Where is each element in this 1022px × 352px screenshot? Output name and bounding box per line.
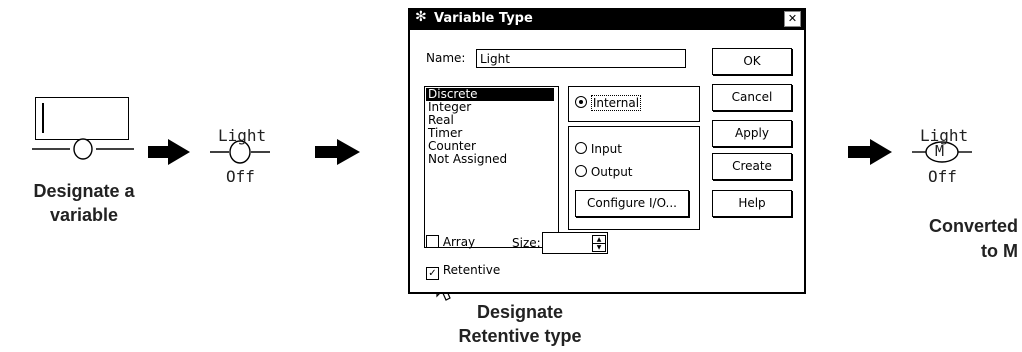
name-input-value: Light	[480, 52, 510, 66]
dialog-title: Variable Type	[434, 11, 533, 26]
array-checkbox[interactable]: Array	[426, 235, 475, 249]
size-spinbox[interactable]: ▲ ▼	[542, 232, 608, 254]
left-contact-symbol	[73, 138, 93, 160]
size-label: Size:	[512, 236, 541, 250]
type-item-real[interactable]: Real	[428, 113, 454, 127]
cancel-button[interactable]: Cancel	[712, 84, 792, 111]
checkbox-checked-icon: ✓	[426, 267, 439, 280]
right-label-bottom: Off	[928, 167, 957, 186]
radio-empty-icon	[575, 142, 587, 154]
mid-contact-symbol	[229, 140, 251, 164]
left-caption-line2: variable	[49, 205, 119, 225]
output-radio-label: Output	[590, 165, 633, 179]
output-radio[interactable]: Output	[575, 165, 633, 179]
internal-radio-label: Internal	[590, 95, 642, 111]
arrow-2	[315, 139, 360, 165]
radio-selected-icon	[575, 96, 587, 108]
middle-label-bottom: Off	[226, 167, 255, 186]
configure-io-button[interactable]: Configure I/O...	[575, 190, 689, 217]
array-label: Array	[442, 235, 476, 249]
internal-group: Internal	[568, 86, 700, 122]
right-coil-symbol	[925, 141, 959, 163]
name-input[interactable]: Light	[476, 49, 686, 68]
close-icon: ✕	[787, 12, 798, 25]
type-item-discrete[interactable]: Discrete	[426, 88, 554, 101]
input-radio[interactable]: Input	[575, 142, 622, 156]
middle-label-top: Light	[218, 126, 267, 145]
retentive-checkbox[interactable]: ✓ Retentive	[426, 263, 500, 280]
right-caption-line2: to M	[981, 241, 1018, 261]
close-button[interactable]: ✕	[784, 11, 801, 27]
arrow-3	[848, 139, 892, 165]
type-item-counter[interactable]: Counter	[428, 139, 476, 153]
apply-button[interactable]: Apply	[712, 120, 792, 147]
checkbox-empty-icon	[426, 235, 439, 248]
type-list[interactable]: Discrete Integer Real Timer Counter Not …	[424, 86, 559, 248]
ok-button[interactable]: OK	[712, 48, 792, 75]
retentive-label: Retentive	[442, 263, 501, 277]
type-item-timer[interactable]: Timer	[428, 126, 463, 140]
variable-type-dialog: ✻ Variable Type ✕ Name: Light Discrete I…	[408, 8, 806, 294]
text-cursor	[42, 103, 44, 133]
app-icon: ✻	[415, 9, 427, 25]
io-group: Input Output Configure I/O...	[568, 126, 700, 230]
dialog-titlebar: ✻ Variable Type ✕	[410, 8, 804, 30]
arrow-1	[148, 139, 190, 165]
name-label: Name:	[426, 51, 466, 65]
dialog-caption-line2: Retentive type	[458, 326, 582, 346]
internal-radio[interactable]: Internal	[575, 95, 642, 111]
dialog-caption-line1: Designate	[476, 302, 564, 322]
radio-empty-icon	[575, 165, 587, 177]
type-item-integer[interactable]: Integer	[428, 100, 472, 114]
input-radio-label: Input	[590, 142, 622, 156]
coil-letter: M	[935, 142, 945, 160]
create-button[interactable]: Create	[712, 153, 792, 180]
help-button[interactable]: Help	[712, 190, 792, 217]
type-item-not-assigned[interactable]: Not Assigned	[428, 152, 508, 166]
right-caption-line1: Converted	[928, 216, 1018, 236]
right-label-top: Light	[920, 126, 969, 145]
left-caption-line1: Designate a	[33, 181, 135, 201]
spin-down-icon[interactable]: ▼	[592, 243, 606, 252]
